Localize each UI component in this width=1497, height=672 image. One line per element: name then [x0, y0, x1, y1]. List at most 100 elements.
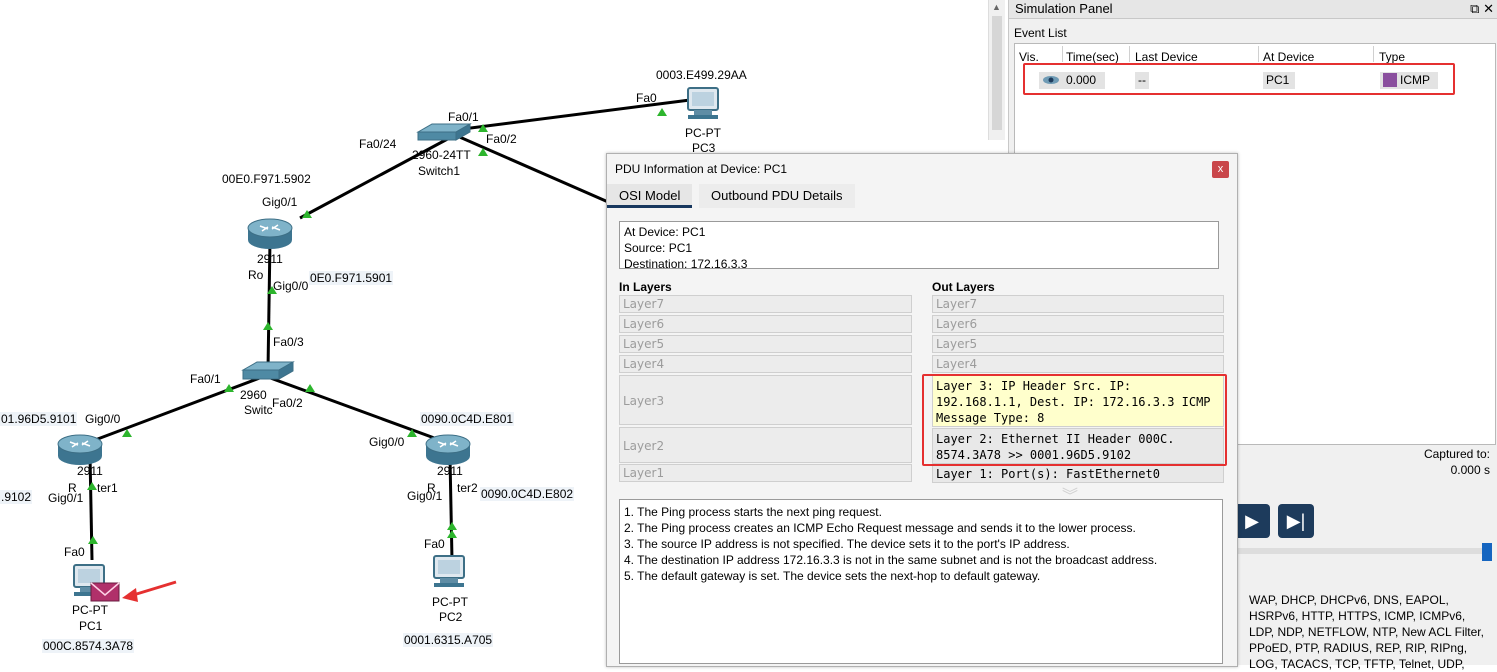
scrollbar-thumb[interactable]	[992, 16, 1002, 130]
router2-model-label: 2911	[437, 464, 463, 478]
in-layer-3[interactable]: Layer3	[619, 375, 912, 425]
close-button[interactable]: x	[1212, 161, 1229, 178]
switch-model-label: 2960	[240, 388, 267, 402]
port-indicator	[478, 124, 488, 132]
pc1-name-label: PC1	[79, 619, 103, 633]
pc1-model-label: PC-PT	[72, 603, 108, 617]
device-info-box: At Device: PC1 Source: PC1 Destination: …	[619, 221, 1219, 271]
column-header-at-device[interactable]: At Device	[1263, 50, 1315, 64]
port-indicator	[478, 148, 488, 156]
port-label: Fa0/1	[448, 110, 479, 124]
pc3-icon	[687, 87, 719, 119]
port-indicator	[263, 322, 273, 330]
column-header-vis[interactable]: Vis.	[1019, 50, 1039, 64]
out-layer-1[interactable]: Layer 1: Port(s): FastEthernet0	[932, 465, 1224, 483]
link-switch1-dialog	[454, 133, 616, 207]
pc1-mac-label: 000C.8574.3A78	[42, 639, 135, 653]
port-label: Gig0/1	[407, 489, 443, 503]
port-label: Gig0/1	[262, 195, 298, 209]
simulation-panel-title: Simulation Panel	[1015, 1, 1113, 16]
step-forward-button[interactable]: ▶|	[1278, 504, 1314, 538]
topology-scrollbar[interactable]: ▲	[988, 0, 1005, 140]
step-text: 5. The default gateway is set. The devic…	[624, 569, 1041, 583]
filter-line: WAP, DHCP, DHCPv6, DNS, EAPOL,	[1249, 593, 1449, 607]
router1-model-label: 2911	[77, 464, 103, 478]
protocol-filter-list[interactable]: WAP, DHCP, DHCPv6, DNS, EAPOL, HSRPv6, H…	[1249, 592, 1494, 672]
column-header-type[interactable]: Type	[1379, 50, 1406, 64]
in-layer-1[interactable]: Layer1	[619, 464, 912, 482]
tab-outbound-pdu-details[interactable]: Outbound PDU Details	[699, 184, 855, 208]
pc3-model-label: PC-PT	[685, 126, 721, 140]
event-last-device: --	[1135, 72, 1149, 89]
out-layer-2[interactable]: Layer 2: Ethernet II Header 000C. 8574.3…	[932, 428, 1224, 464]
captured-info: Captured to: 0.000 s	[1424, 446, 1490, 478]
out-layer-7[interactable]: Layer7	[932, 295, 1224, 313]
port-indicator	[302, 210, 312, 218]
link-switch1-router	[299, 133, 456, 220]
info-line: Source: PC1	[624, 241, 693, 255]
visibility-eye-icon[interactable]	[1039, 72, 1065, 89]
topology-canvas[interactable]: 0003.E499.29AA Fa0 PC-PT PC3 Fa0/1 Fa0/2…	[0, 0, 990, 665]
pc3-name-label: PC3	[692, 141, 716, 155]
table-row[interactable]: 0.000 -- PC1 ICMP	[1023, 63, 1455, 95]
pc2-model-label: PC-PT	[432, 595, 468, 609]
router-icon	[247, 218, 293, 249]
router-mac-label: 00E0.F971.5902	[222, 172, 311, 186]
router1-name-label-end: ter1	[97, 481, 118, 495]
port-label: Fa0/3	[273, 335, 304, 349]
router2-icon	[425, 434, 471, 465]
router2-name-label: R	[427, 481, 436, 495]
port-indicator	[224, 384, 234, 392]
router-model-label: 2911	[257, 252, 283, 266]
port-label: Fa0	[424, 537, 445, 551]
port-indicator	[407, 429, 417, 437]
play-button[interactable]: ▶	[1234, 504, 1270, 538]
tab-osi-model[interactable]: OSI Model	[607, 184, 693, 208]
port-label: Fa0/2	[272, 396, 303, 410]
port-indicator	[657, 108, 667, 116]
router1-icon	[57, 434, 103, 465]
port-label: Fa0/1	[190, 372, 221, 386]
event-time: 0.000	[1063, 72, 1105, 89]
simulation-panel-header: Simulation Panel ⧉ ✕	[1009, 0, 1497, 19]
captured-label: Captured to:	[1423, 447, 1490, 461]
out-layer-4[interactable]: Layer4	[932, 355, 1224, 373]
in-layer-4[interactable]: Layer4	[619, 355, 912, 373]
port-label: Fa0	[636, 91, 657, 105]
port-indicator	[87, 482, 97, 490]
restore-window-icon[interactable]: ⧉	[1470, 1, 1480, 16]
port-label: Gig0/0	[273, 279, 309, 293]
switch1-model-label: 2960-24TT	[412, 148, 471, 162]
router-mac-label: 0E0.F971.5901	[309, 271, 394, 285]
play-speed-slider[interactable]	[1234, 543, 1492, 561]
port-indicator	[88, 536, 98, 544]
column-header-time[interactable]: Time(sec)	[1066, 50, 1119, 64]
tab-bar: OSI Model Outbound PDU Details	[607, 184, 1235, 208]
out-layer-6[interactable]: Layer6	[932, 315, 1224, 333]
link-router-switch	[266, 239, 272, 371]
icmp-color-swatch	[1383, 73, 1397, 87]
port-label: Fa0/24	[359, 137, 397, 151]
in-layer-6[interactable]: Layer6	[619, 315, 912, 333]
in-layer-2[interactable]: Layer2	[619, 427, 912, 463]
pc2-icon	[433, 555, 465, 587]
topology-links	[57, 87, 719, 602]
in-layer-7[interactable]: Layer7	[619, 295, 912, 313]
pc1-icon	[73, 564, 105, 596]
router2-name-label-end: ter2	[457, 481, 478, 495]
slider-knob[interactable]	[1482, 543, 1492, 561]
in-layer-5[interactable]: Layer5	[619, 335, 912, 353]
filter-line: PPoED, PTP, RADIUS, REP, RIP, RIPng,	[1249, 641, 1468, 655]
pdu-envelope-icon	[90, 582, 120, 602]
filter-line: HSRPv6, HTTP, HTTPS, ICMP, ICMPv6,	[1249, 609, 1466, 623]
port-label: Gig0/0	[85, 412, 121, 426]
out-layer-5[interactable]: Layer5	[932, 335, 1224, 353]
port-indicator	[305, 384, 315, 392]
event-type: ICMP	[1380, 72, 1438, 89]
column-header-last-device[interactable]: Last Device	[1135, 50, 1198, 64]
pc2-name-label: PC2	[439, 610, 463, 624]
filter-line: LDP, NDP, NETFLOW, NTP, New ACL Filter,	[1249, 625, 1484, 639]
info-line: At Device: PC1	[624, 225, 706, 239]
scroll-up-icon[interactable]: ▲	[992, 2, 1001, 12]
close-icon[interactable]: ✕	[1483, 1, 1494, 16]
